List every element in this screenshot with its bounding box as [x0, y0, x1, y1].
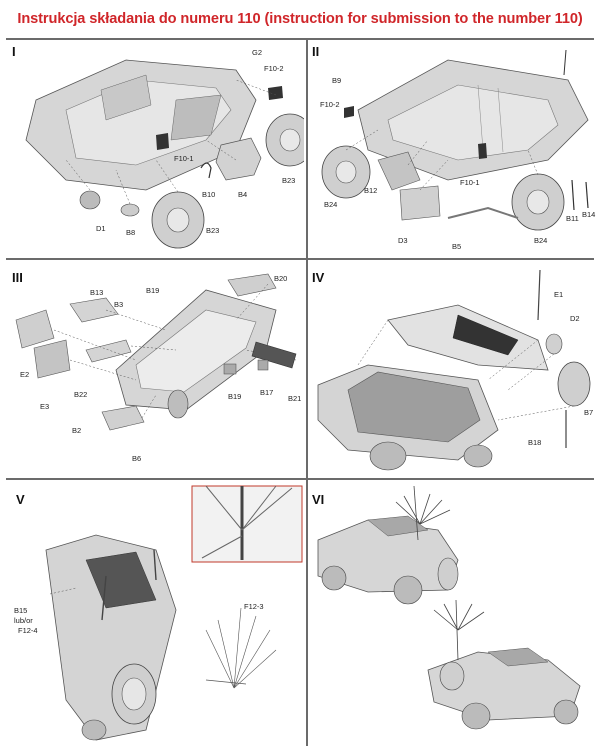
- panel-number: III: [12, 270, 23, 285]
- part-label-f12-3: F12-3: [244, 602, 264, 611]
- part-label-e3: E3: [40, 402, 50, 411]
- part-label-d1: D1: [96, 224, 106, 233]
- panel-number: IV: [312, 270, 325, 285]
- part-label-b18: B18: [528, 438, 542, 447]
- part-label-b24-left: B24: [324, 200, 338, 209]
- part-label-b15: B15: [14, 606, 28, 615]
- part-label-f12-4: F12-4: [18, 626, 38, 635]
- panel-number: II: [312, 44, 320, 59]
- part-label-f10-2: F10-2: [320, 100, 340, 109]
- part-label-d3: D3: [398, 236, 408, 245]
- part-label-b11: B11: [566, 214, 579, 223]
- panel-6: VI: [308, 480, 598, 746]
- panel-number: VI: [312, 492, 325, 507]
- part-label-b17: B17: [260, 388, 274, 397]
- hull-underside-diagram: [321, 49, 589, 231]
- part-label-d2: D2: [570, 314, 580, 323]
- divider-row1: [6, 258, 594, 260]
- part-label-b20: B20: [274, 274, 288, 283]
- part-label-f10-2: F10-2: [264, 64, 284, 73]
- part-label-b13: B13: [90, 288, 104, 297]
- panel-number: V: [16, 492, 25, 507]
- part-label-b24-right: B24: [534, 236, 548, 245]
- page-title: Instrukcja składania do numeru 110 (inst…: [17, 11, 583, 27]
- part-label-b4: B4: [238, 190, 248, 199]
- finished-vehicle-views: [317, 485, 581, 730]
- part-label-b2: B2: [72, 426, 82, 435]
- part-label-b19-bottom: B19: [228, 392, 242, 401]
- part-label-b23-left: B23: [206, 226, 220, 235]
- panel-5: V F12-3 B15 lub/or F12-4: [6, 480, 304, 746]
- part-label-b6: B6: [132, 454, 142, 463]
- panel-number: I: [12, 44, 16, 59]
- interior-assembly-diagram: [15, 273, 297, 431]
- part-label-b7: B7: [584, 408, 594, 417]
- panel-1: I G2 F10-2 F10-1 B10 B4 B23 D1 B8 B23: [6, 40, 304, 258]
- part-label-f10-1: F10-1: [460, 178, 480, 187]
- part-label-g2: G2: [252, 48, 263, 57]
- part-label-e2: E2: [20, 370, 30, 379]
- divider-top: [6, 38, 594, 40]
- antenna-mount-diagram: [45, 485, 303, 741]
- part-label-b14: B14: [582, 210, 596, 219]
- part-label-b8: B8: [126, 228, 136, 237]
- part-label-b9: B9: [332, 76, 342, 85]
- part-label-b22: B22: [74, 390, 88, 399]
- panel-3: III B20 B13 B3 B19 E2 B22 E3 B2 B6 B19 B…: [6, 260, 304, 478]
- part-label-b10: B10: [202, 190, 216, 199]
- part-label-b19-top: B19: [146, 286, 160, 295]
- part-label-b12: B12: [364, 186, 378, 195]
- panel-2: II B9 F10-2 B12 F10-1 B24 D3 B5 B11 B14 …: [308, 40, 598, 258]
- part-label-e1: E1: [554, 290, 564, 299]
- panel-4: IV E1 D2 B7 B18: [308, 260, 598, 478]
- divider-row2: [6, 478, 594, 480]
- hull-underside-diagram: [25, 59, 304, 249]
- upper-hull-diagram: [317, 269, 591, 471]
- divider-vertical: [306, 38, 308, 746]
- part-label-b23-right: B23: [282, 176, 296, 185]
- part-label-or: lub/or: [14, 616, 33, 625]
- part-label-b3: B3: [114, 300, 124, 309]
- part-label-b21: B21: [288, 394, 302, 403]
- part-label-f10-1: F10-1: [174, 154, 194, 163]
- part-label-b5: B5: [452, 242, 462, 251]
